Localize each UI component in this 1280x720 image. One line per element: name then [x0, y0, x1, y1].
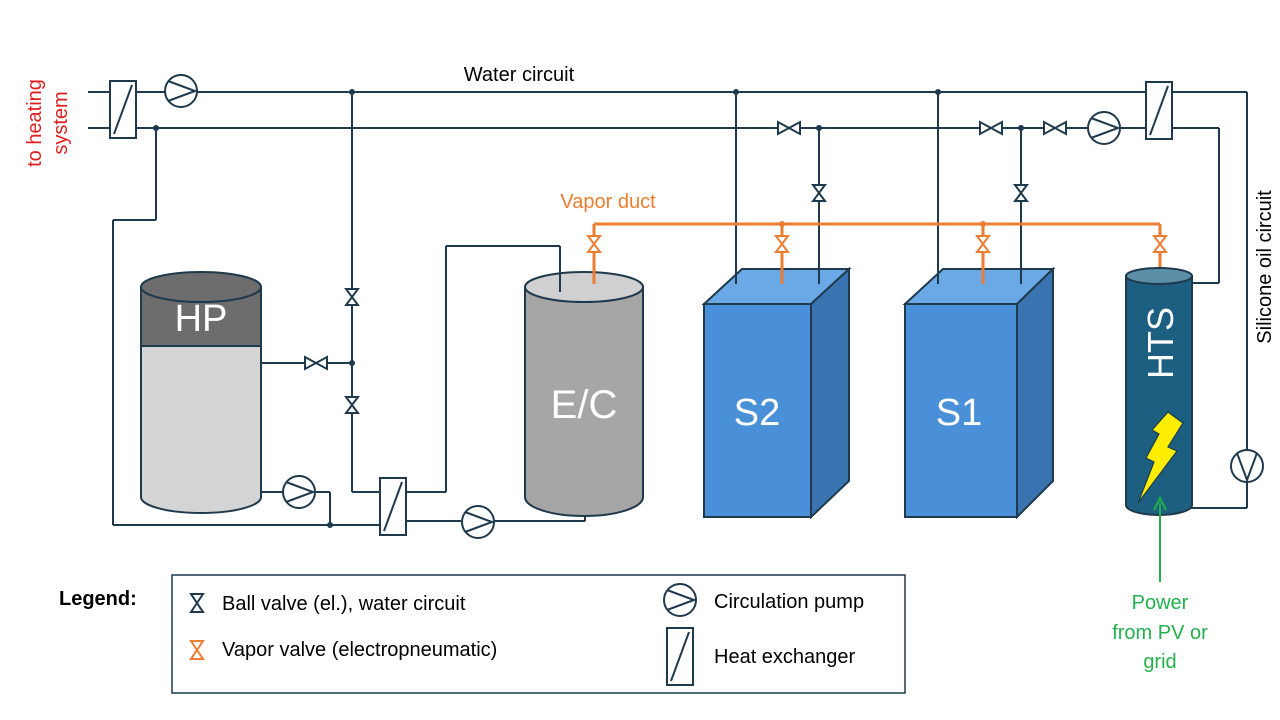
vapor-junctions — [779, 221, 986, 227]
ec-tank[interactable]: E/C — [524, 271, 644, 517]
pump-hp[interactable] — [282, 475, 316, 509]
silicone-oil-label: Silicone oil circuit — [1254, 190, 1276, 344]
heating-label-line1: to heating — [24, 79, 46, 167]
legend-heat-exchanger-icon — [666, 627, 694, 686]
s1-label: S1 — [936, 392, 982, 434]
hp-tank[interactable]: HP — [140, 271, 262, 514]
heat-exchanger-heating[interactable] — [109, 80, 137, 139]
vapor-duct-label: Vapor duct — [560, 191, 656, 213]
heating-label-line2: system — [50, 91, 72, 154]
power-label-line1: Power — [1132, 592, 1189, 614]
legend-pump-text: Circulation pump — [714, 591, 864, 613]
power-arrow — [1153, 495, 1167, 582]
legend-vapor-valve-icon — [189, 640, 205, 660]
ball-valve-hp-upper[interactable] — [345, 288, 359, 306]
vapor-stubs — [592, 254, 985, 284]
pump-ec[interactable] — [461, 505, 495, 539]
water-piping — [88, 91, 1248, 526]
s2-storage[interactable]: S2 — [701, 266, 852, 520]
legend-vapor-valve-text: Vapor valve (electropneumatic) — [222, 639, 497, 661]
legend-box: Ball valve (el.), water circuit Vapor va… — [171, 574, 906, 694]
pump-heating[interactable] — [164, 74, 198, 108]
legend-title: Legend: — [59, 588, 137, 610]
ball-valve-s2-vertical[interactable] — [812, 184, 826, 202]
vapor-duct-piping — [592, 222, 1162, 282]
ball-valve-s2-line[interactable] — [777, 121, 801, 135]
legend-heat-exchanger-text: Heat exchanger — [714, 646, 856, 668]
legend-ball-valve-text: Ball valve (el.), water circuit — [222, 593, 466, 615]
pipe-junctions — [153, 89, 1024, 528]
power-label-line2: from PV or — [1112, 622, 1208, 644]
vapor-valve-ec[interactable] — [587, 235, 601, 253]
lightning-bolt-icon — [1137, 411, 1184, 504]
s2-label: S2 — [734, 392, 780, 434]
vapor-valve-hts[interactable] — [1153, 235, 1167, 253]
legend-pump-icon — [663, 583, 697, 617]
heat-exchanger-ec[interactable] — [379, 477, 407, 536]
hts-label: HTS — [1140, 307, 1181, 379]
hp-label: HP — [175, 298, 228, 340]
pump-silicone-oil[interactable] — [1230, 449, 1264, 483]
ec-label: E/C — [551, 383, 618, 427]
ball-valve-pump-line[interactable] — [1043, 121, 1067, 135]
ball-valve-hp-lower[interactable] — [345, 396, 359, 414]
ball-valve-s1-line[interactable] — [979, 121, 1003, 135]
water-circuit-label: Water circuit — [464, 64, 575, 86]
s1-storage[interactable]: S1 — [902, 266, 1056, 520]
pump-storage[interactable] — [1087, 111, 1121, 145]
ball-valve-s1-vertical[interactable] — [1014, 184, 1028, 202]
legend-ball-valve-icon — [189, 593, 205, 613]
vapor-valve-s1[interactable] — [976, 235, 990, 253]
vapor-valve-s2[interactable] — [775, 235, 789, 253]
heat-exchanger-silicone[interactable] — [1145, 81, 1173, 140]
ball-valve-hp-horizontal[interactable] — [304, 356, 328, 370]
storage-pipe-stubs — [735, 270, 1022, 284]
power-label-line3: grid — [1143, 651, 1176, 673]
hts-tank[interactable]: HTS — [1125, 267, 1193, 516]
